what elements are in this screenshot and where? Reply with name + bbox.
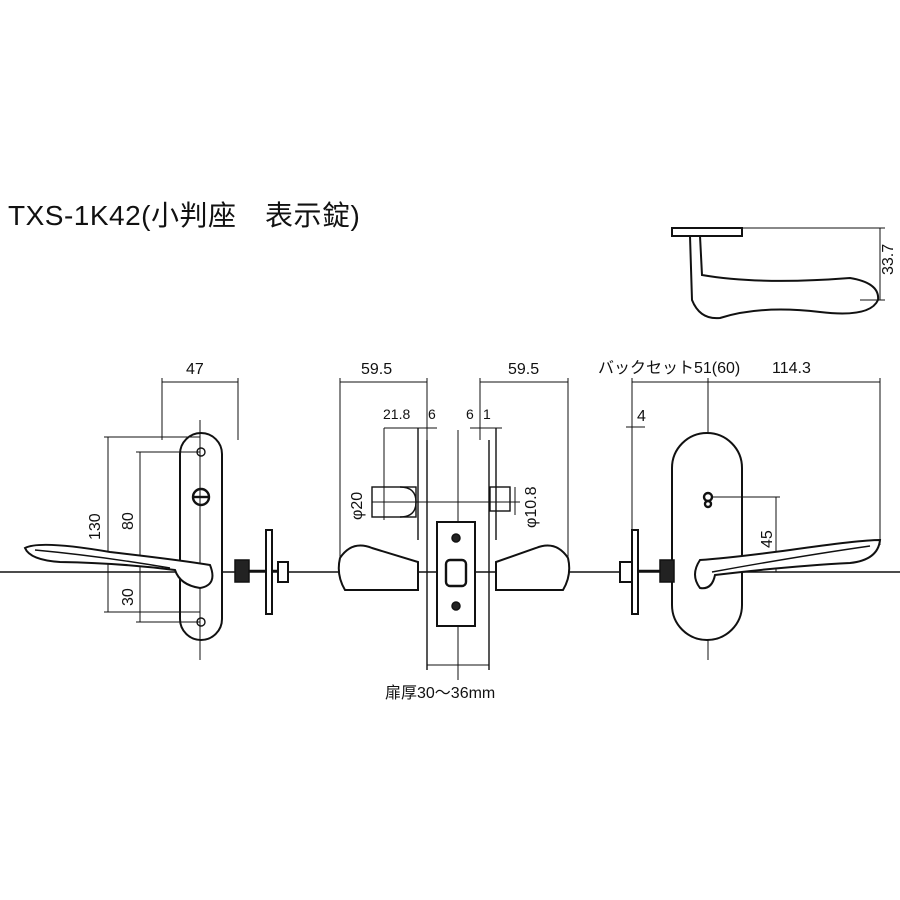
backset-label: バックセット51(60): [598, 359, 740, 377]
back-view: バックセット51(60) 114.3 4 45: [598, 359, 882, 660]
dim-45: 45: [759, 530, 776, 548]
dim-33-7: 33.7: [880, 244, 897, 275]
dim-6-left: 6: [428, 406, 436, 422]
drawing-title: TXS-1K42(小判座 表示錠): [8, 200, 360, 231]
dia-10-8: φ10.8: [523, 486, 540, 528]
dim-47: 47: [186, 361, 204, 378]
dim-80: 80: [120, 512, 137, 530]
lever-side-view: 33.7: [671, 227, 897, 320]
dim-130: 130: [87, 513, 104, 540]
dia-20: φ20: [349, 492, 366, 520]
dim-21-8: 21.8: [383, 406, 410, 422]
door-thickness-label: 扉厚30～36mm: [385, 684, 495, 702]
front-view: 47 130 80 30: [23, 361, 289, 660]
dim-59-5-left: 59.5: [361, 361, 392, 378]
dim-114-3: 114.3: [772, 360, 811, 377]
dim-30: 30: [120, 588, 137, 606]
section-view: 59.5 59.5 21.8 6 6 1 φ20 φ10.8 扉厚30～36mm: [337, 361, 571, 702]
dim-59-5-right: 59.5: [508, 361, 539, 378]
dim-1: 1: [483, 406, 491, 422]
dim-4: 4: [637, 408, 646, 425]
dim-6-right: 6: [466, 406, 474, 422]
